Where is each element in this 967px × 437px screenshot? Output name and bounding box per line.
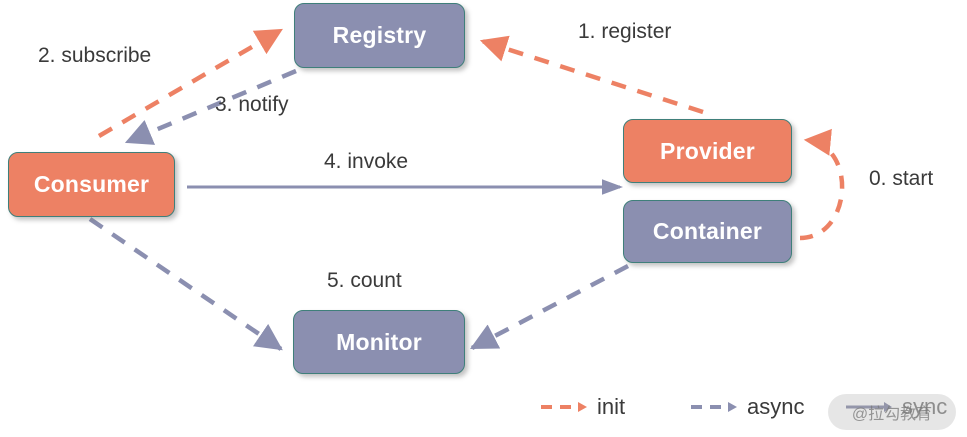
legend-async-line-icon bbox=[691, 402, 737, 412]
node-monitor[interactable]: Monitor bbox=[293, 310, 465, 374]
legend-sync-label: sync bbox=[902, 394, 948, 419]
node-container-label: Container bbox=[652, 218, 763, 244]
node-monitor-label: Monitor bbox=[336, 328, 422, 355]
edge-start bbox=[799, 128, 845, 241]
edge-count bbox=[88, 217, 283, 351]
legend-item-async: async bbox=[690, 396, 804, 418]
node-container[interactable]: Container bbox=[623, 200, 792, 263]
edge-register bbox=[479, 35, 704, 115]
legend-async-label: async bbox=[747, 394, 805, 419]
node-consumer-label: Consumer bbox=[33, 171, 150, 197]
edge-label-notify: 3. notify bbox=[215, 93, 289, 116]
edge-notify bbox=[124, 68, 297, 145]
node-provider[interactable]: Provider bbox=[623, 119, 792, 183]
legend-init-label: init bbox=[597, 394, 626, 419]
edge-label-subscribe: 2. subscribe bbox=[38, 44, 152, 67]
node-registry-label: Registry bbox=[332, 22, 427, 48]
edge-container-monitor bbox=[470, 264, 630, 350]
node-registry[interactable]: Registry bbox=[294, 3, 465, 68]
edge-label-invoke: 4. invoke bbox=[324, 150, 409, 173]
edge-label-register: 1. register bbox=[578, 20, 672, 43]
node-provider-label: Provider bbox=[660, 137, 755, 164]
legend-init-line-icon bbox=[541, 402, 587, 412]
legend-item-sync: sync bbox=[845, 396, 947, 418]
legend-sync-line-icon bbox=[846, 402, 892, 412]
node-consumer[interactable]: Consumer bbox=[8, 152, 175, 217]
edge-label-start: 0. start bbox=[869, 167, 934, 190]
legend-item-init: init bbox=[540, 396, 625, 418]
edge-subscribe bbox=[97, 28, 283, 138]
edge-label-count: 5. count bbox=[327, 269, 402, 292]
